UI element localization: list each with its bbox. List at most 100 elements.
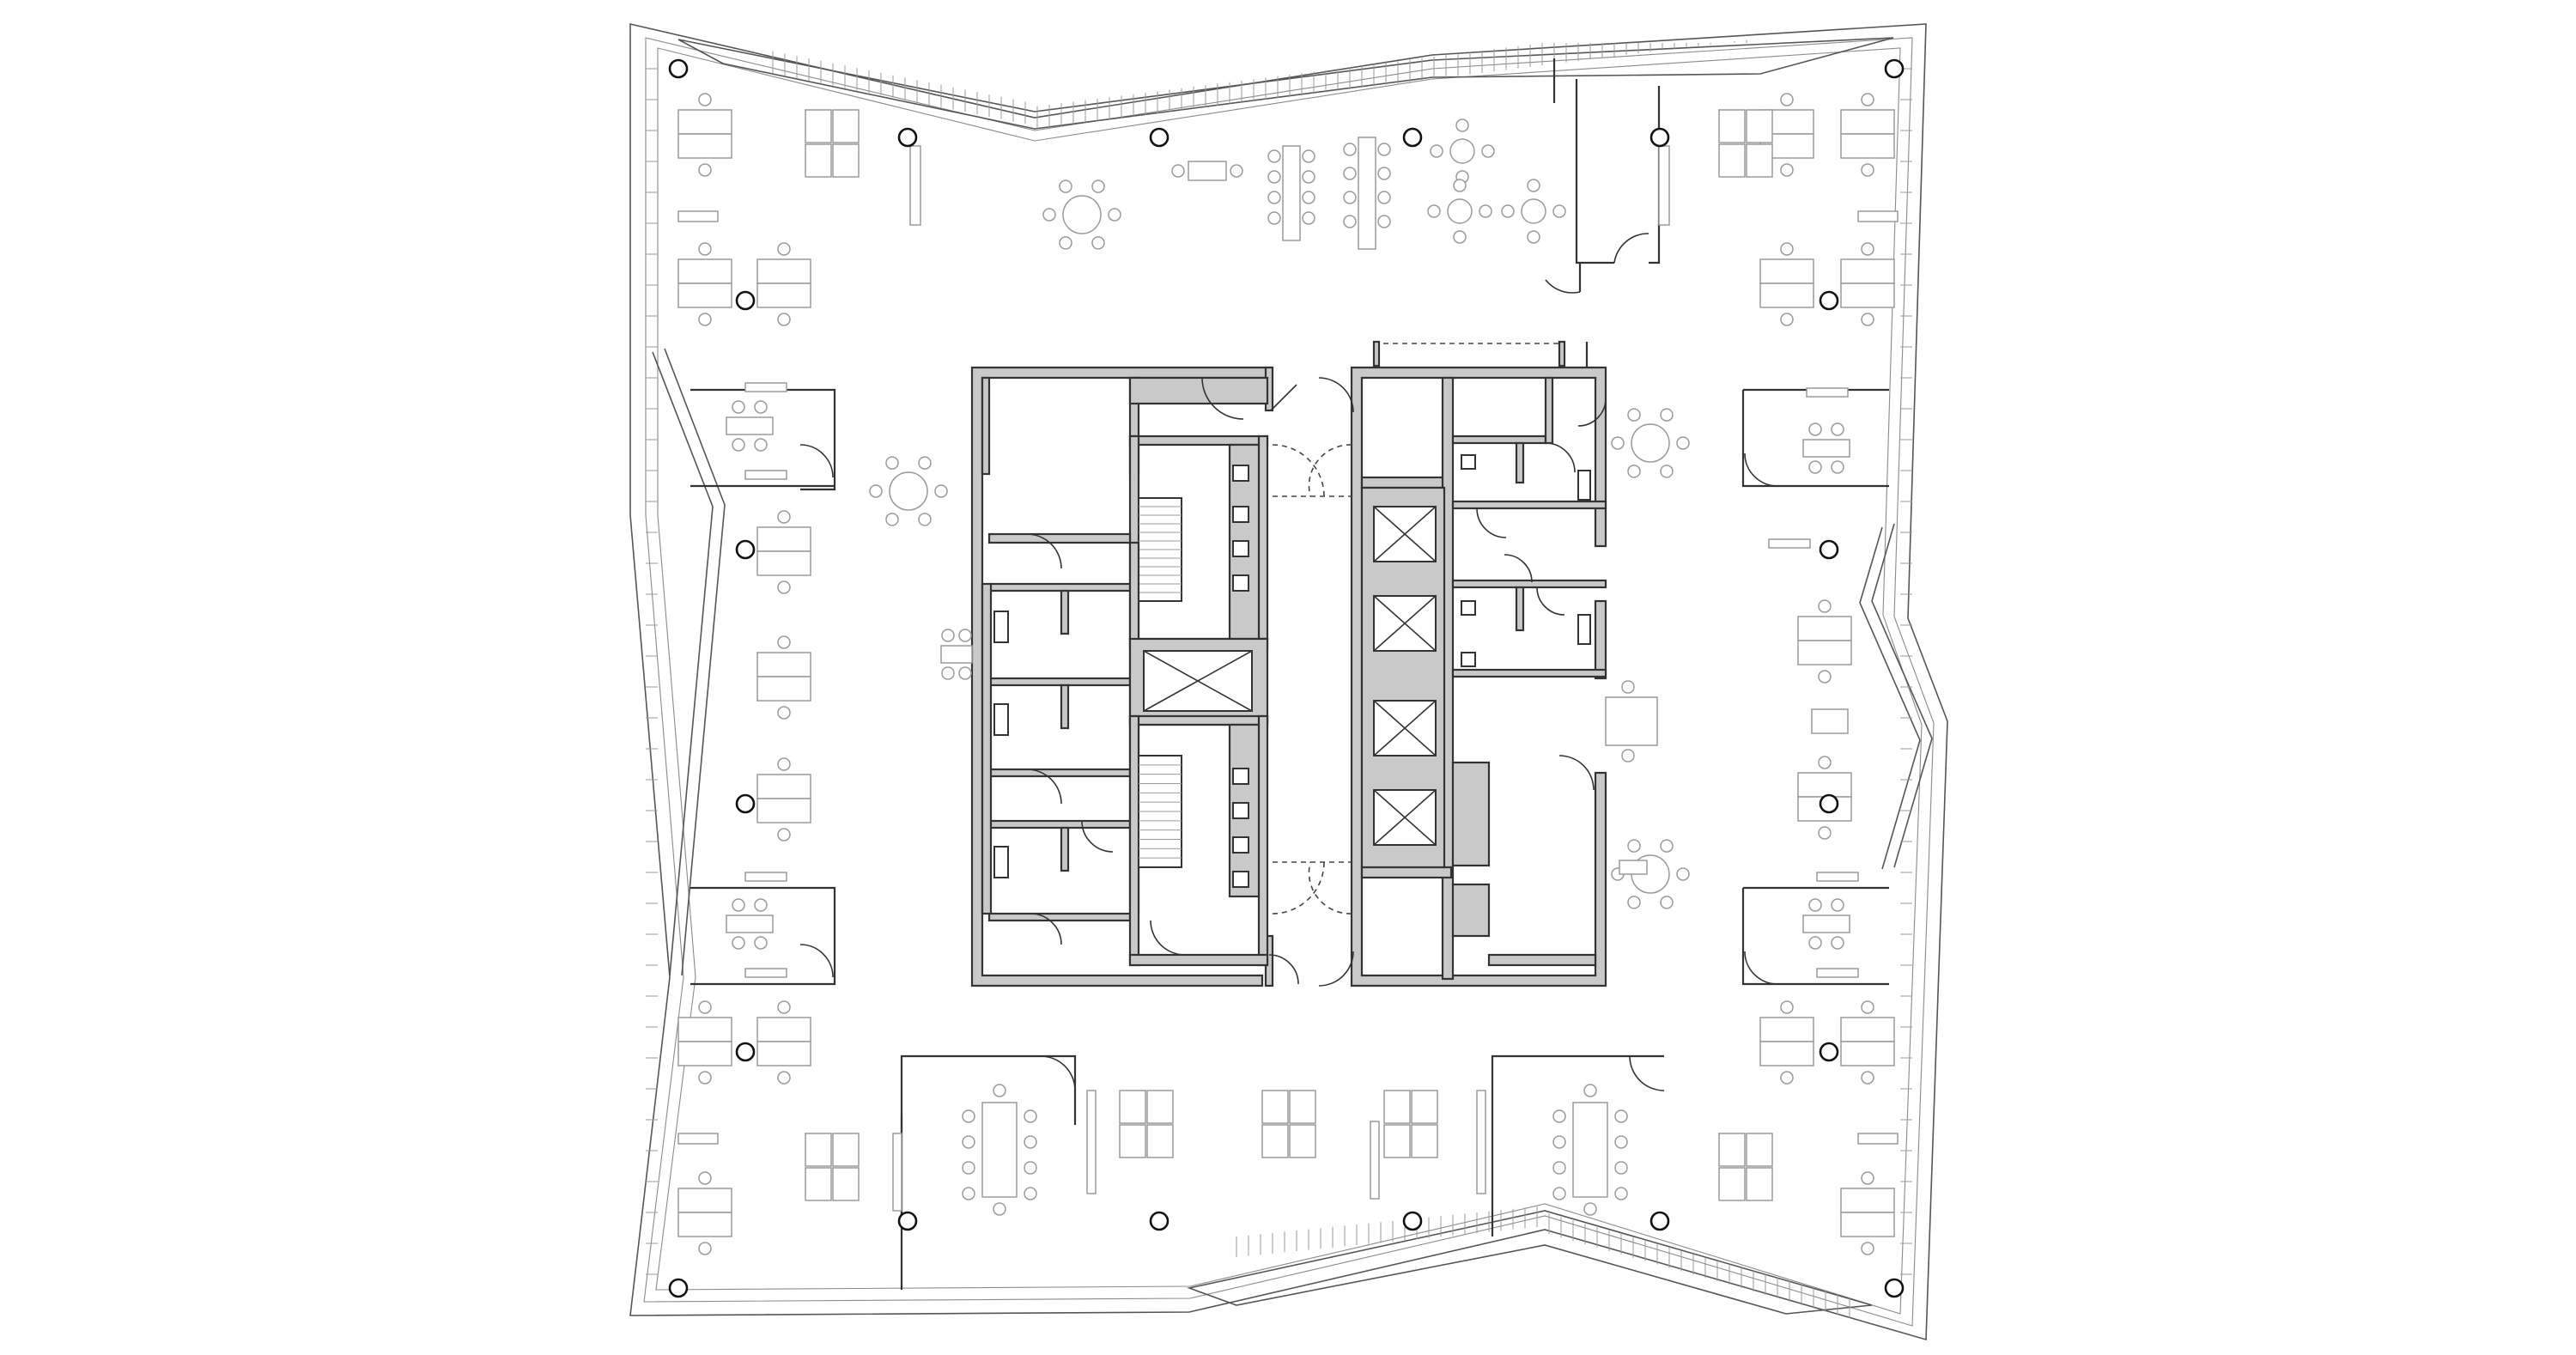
- chair: [1377, 143, 1391, 156]
- chair: [1676, 436, 1690, 450]
- chair: [1614, 1161, 1628, 1175]
- riser: [1451, 883, 1491, 938]
- door-swing: [799, 944, 834, 978]
- chair: [1302, 170, 1315, 184]
- desk: [677, 258, 732, 284]
- stall-wall: [1060, 589, 1070, 635]
- shaft-box: [1232, 574, 1249, 592]
- desk: [1282, 145, 1301, 241]
- desk: [1383, 1090, 1411, 1124]
- desk: [756, 652, 811, 678]
- balcony-bottom-hatching: [1236, 1206, 1850, 1319]
- washbasin: [993, 611, 1009, 643]
- stall-wall: [1515, 586, 1525, 632]
- desk: [1840, 133, 1895, 159]
- desk: [1840, 1188, 1895, 1213]
- door-swing: [799, 444, 834, 478]
- desk: [1840, 109, 1895, 135]
- desk: [1759, 258, 1814, 284]
- column: [1402, 127, 1423, 148]
- column: [735, 793, 756, 814]
- chair: [1527, 230, 1540, 244]
- desk: [832, 1167, 860, 1201]
- chair: [698, 1171, 712, 1185]
- chair: [698, 242, 712, 256]
- desk: [1840, 1017, 1895, 1042]
- column: [1819, 1042, 1839, 1062]
- chair: [1108, 208, 1121, 222]
- desk: [677, 109, 732, 135]
- desk: [1619, 860, 1648, 875]
- door-swing: [1613, 233, 1649, 264]
- desk: [1759, 1041, 1814, 1066]
- chair: [1527, 179, 1540, 192]
- chair: [1024, 1135, 1037, 1149]
- washbasin: [993, 703, 1009, 736]
- chair: [732, 898, 745, 912]
- chair: [1377, 167, 1391, 180]
- desk: [1797, 640, 1852, 665]
- chair: [1861, 163, 1874, 177]
- chair: [698, 93, 712, 106]
- chair: [1552, 1161, 1566, 1175]
- desk: [1797, 616, 1852, 641]
- wc: [1461, 652, 1476, 667]
- lift-lobby-wall: [1360, 866, 1453, 879]
- chair: [777, 242, 791, 256]
- door-swing: [1201, 377, 1244, 420]
- chair: [754, 438, 768, 452]
- chair: [1343, 143, 1357, 156]
- chair: [1861, 313, 1874, 326]
- desk: [1768, 538, 1811, 549]
- chair: [777, 510, 791, 524]
- chair: [1614, 1109, 1628, 1123]
- desk: [1802, 439, 1850, 458]
- stair-treads-bottom: [1139, 764, 1182, 859]
- chair: [1552, 1135, 1566, 1149]
- washbasin: [1577, 614, 1591, 645]
- chair: [1808, 460, 1822, 474]
- chair: [1552, 204, 1566, 218]
- chair: [1614, 1187, 1628, 1200]
- desk: [1857, 210, 1899, 222]
- chair: [918, 456, 932, 470]
- meeting-room-bottom-right: [1491, 1054, 1664, 1237]
- chair: [1024, 1161, 1037, 1175]
- lobby-door-swing: [1308, 861, 1352, 914]
- desk: [1802, 914, 1850, 933]
- door-swing: [1318, 951, 1354, 987]
- chair: [1861, 1242, 1874, 1255]
- riser: [1451, 761, 1491, 867]
- chair: [754, 898, 768, 912]
- desk: [1816, 968, 1859, 978]
- chair: [1427, 204, 1441, 218]
- chair: [1583, 1084, 1597, 1097]
- chair: [1059, 236, 1072, 250]
- column: [668, 1278, 689, 1298]
- chair: [918, 513, 932, 526]
- desk: [981, 1102, 1018, 1198]
- desk: [1411, 1124, 1438, 1158]
- chair: [1660, 839, 1674, 853]
- chair: [1091, 236, 1105, 250]
- stair-treads-top: [1139, 506, 1182, 593]
- chair: [1861, 1171, 1874, 1185]
- chair: [1501, 204, 1515, 218]
- chair: [777, 757, 791, 771]
- chair: [698, 1000, 712, 1014]
- desk: [744, 968, 787, 978]
- desk: [744, 382, 787, 392]
- door-swing: [1536, 586, 1565, 616]
- desk: [1759, 283, 1814, 308]
- chair: [698, 163, 712, 177]
- chair: [754, 400, 768, 414]
- chair: [1583, 1202, 1597, 1216]
- chair: [1861, 1000, 1874, 1014]
- facade-outer-line: [629, 22, 1948, 1341]
- desk: [1718, 109, 1746, 143]
- chair: [1024, 1109, 1037, 1123]
- washbasin: [993, 846, 1009, 878]
- chair: [1808, 936, 1822, 950]
- stair-wall: [1128, 714, 1269, 726]
- chair: [1627, 465, 1641, 478]
